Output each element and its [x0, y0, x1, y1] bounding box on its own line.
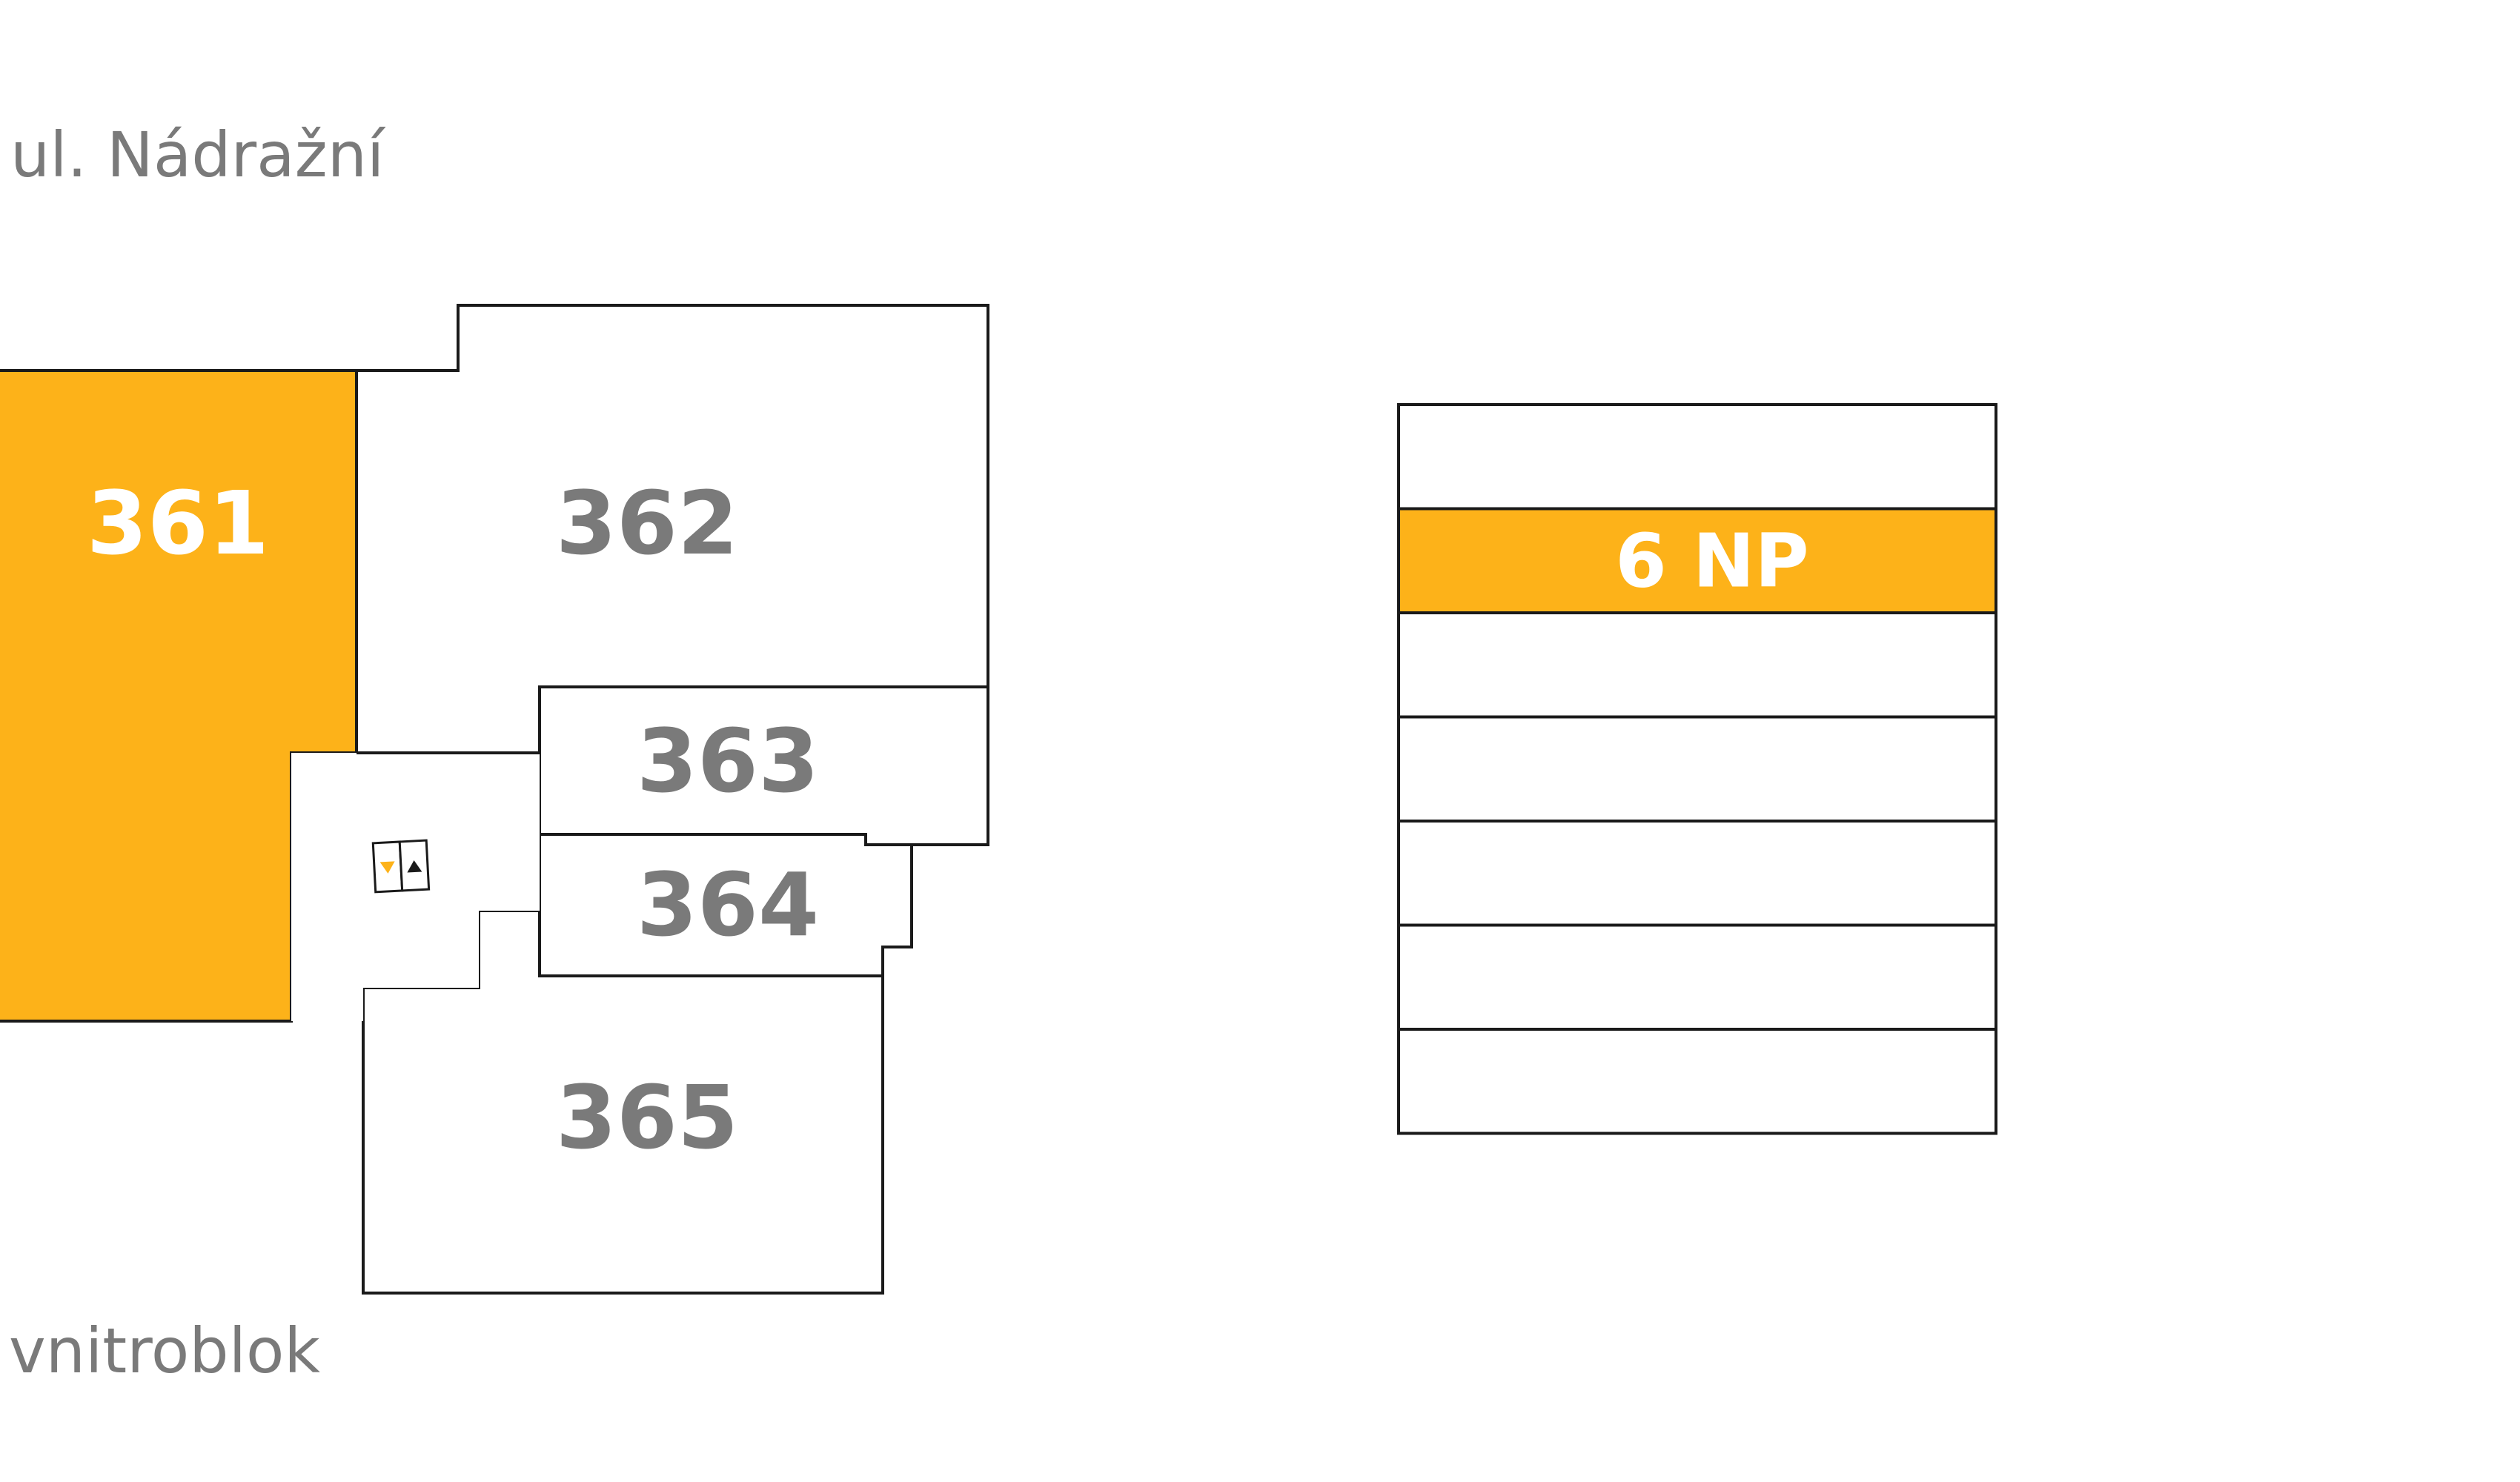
street-label-bottom: vnitroblok	[9, 1315, 320, 1387]
floor-row-6[interactable]	[1397, 923, 1997, 1031]
floor-row-shape[interactable]	[1397, 507, 1997, 614]
floor-selector: 6 NP	[1397, 403, 1997, 1135]
elevator-icon	[371, 839, 431, 894]
floor-row-4[interactable]	[1397, 715, 1997, 823]
floor-row-shape[interactable]	[1397, 820, 1997, 927]
floor-row-5[interactable]	[1397, 820, 1997, 927]
floor-row-shape[interactable]	[1397, 403, 1997, 511]
street-label-top: ul. Nádražní	[10, 119, 386, 191]
floor-row-shape[interactable]	[1397, 611, 1997, 719]
unit-363[interactable]: 363	[538, 685, 989, 846]
elevator-up-arrow-icon	[407, 860, 422, 873]
floor-row-7[interactable]	[1397, 1028, 1997, 1135]
floor-row-1[interactable]	[1397, 403, 1997, 511]
unit-364-shape[interactable]	[538, 833, 913, 977]
floor-row-shape[interactable]	[1397, 923, 1997, 1031]
unit-364[interactable]: 364	[538, 833, 913, 977]
unit-363-shape[interactable]	[538, 685, 989, 846]
floor-plan: 361 362 363 364 365	[0, 304, 989, 1295]
elevator-down-arrow-icon	[379, 861, 395, 874]
floor-row-shape[interactable]	[1397, 715, 1997, 823]
floor-row-shape[interactable]	[1397, 1028, 1997, 1135]
floor-row-2[interactable]: 6 NP	[1397, 507, 1997, 614]
floor-row-3[interactable]	[1397, 611, 1997, 719]
